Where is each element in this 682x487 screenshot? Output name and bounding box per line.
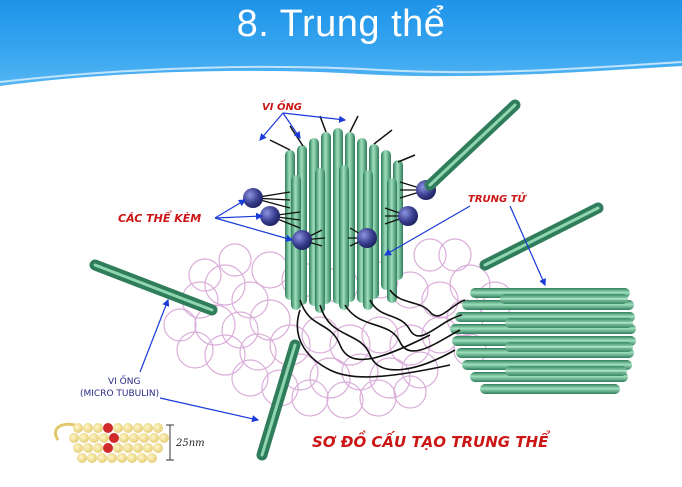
microtubule-inset: [54, 422, 174, 463]
connecting-fibers: [296, 289, 466, 378]
satellite-sphere: [292, 230, 312, 250]
slide-header: 8. Trung thể: [0, 0, 682, 92]
diagram-canvas: VI ỐNG CÁC THỂ KÈM TRUNG TỬ VI ỐNG (MICR…: [54, 98, 636, 463]
label-cac-the-kem: CÁC THỂ KÈM: [118, 210, 201, 225]
satellite-sphere: [398, 206, 418, 226]
diagram-caption: SƠ ĐỒ CẤU TẠO TRUNG THỂ: [312, 429, 551, 451]
label-vi-ong-top: VI ỐNG: [262, 98, 302, 113]
pointer-lines: [139, 112, 546, 423]
satellite-sphere: [243, 188, 263, 208]
satellite-sphere: [357, 228, 377, 248]
vertical-fibrils: [269, 115, 416, 163]
label-trung-tu: TRUNG TỬ: [468, 191, 528, 205]
label-vi-ong-bottom: VI ỐNG: [108, 374, 140, 387]
slide-right-edge: [670, 92, 682, 482]
satellite-sphere: [260, 206, 280, 226]
label-scale: 25nm: [175, 438, 205, 449]
slide-title: 8. Trung thể: [236, 3, 446, 45]
satellite-bodies: [243, 180, 436, 250]
centriole-vertical: [285, 128, 403, 313]
centrosome-diagram: VI ỐNG CÁC THỂ KÈM TRUNG TỬ VI ỐNG (MICR…: [0, 92, 682, 482]
centriole-horizontal: [450, 288, 636, 394]
label-micro-tubulin: (MICRO TUBULIN): [80, 389, 159, 399]
astral-microtubules: [89, 99, 604, 461]
header-wave: [0, 61, 682, 92]
